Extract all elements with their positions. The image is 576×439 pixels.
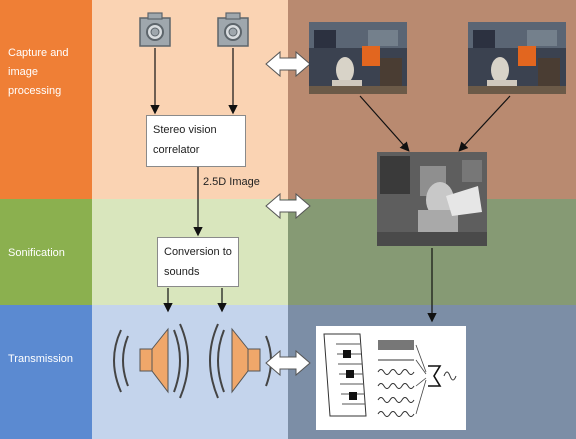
camera-icon — [217, 12, 249, 47]
depth-map-image — [377, 152, 487, 246]
arrow-left-photo-to-depth — [359, 95, 410, 152]
row-label-sonification: Sonification — [8, 247, 65, 259]
double-arrow-icon — [265, 50, 311, 78]
image-2-5d-label: 2.5D Image — [203, 176, 260, 188]
band-capture-left — [0, 0, 92, 199]
speaker-icon — [209, 323, 272, 399]
camera-icon — [139, 12, 171, 47]
conversion-box: Conversion to sounds — [157, 237, 239, 287]
sonification-illustration — [316, 326, 466, 430]
row-label-capture: Capture and image processing — [8, 47, 69, 97]
correlator-box: Stereo vision correlator — [146, 115, 246, 167]
speaker-icon — [113, 323, 189, 399]
row-label-transmission: Transmission — [8, 353, 73, 365]
left-camera-photo — [309, 22, 407, 94]
right-camera-photo — [468, 22, 566, 94]
arrow-right-photo-to-depth — [458, 95, 511, 152]
band-transmission-left — [0, 305, 92, 439]
band-sonification-left — [0, 199, 92, 305]
double-arrow-icon — [265, 192, 311, 220]
double-arrow-icon — [265, 349, 311, 377]
